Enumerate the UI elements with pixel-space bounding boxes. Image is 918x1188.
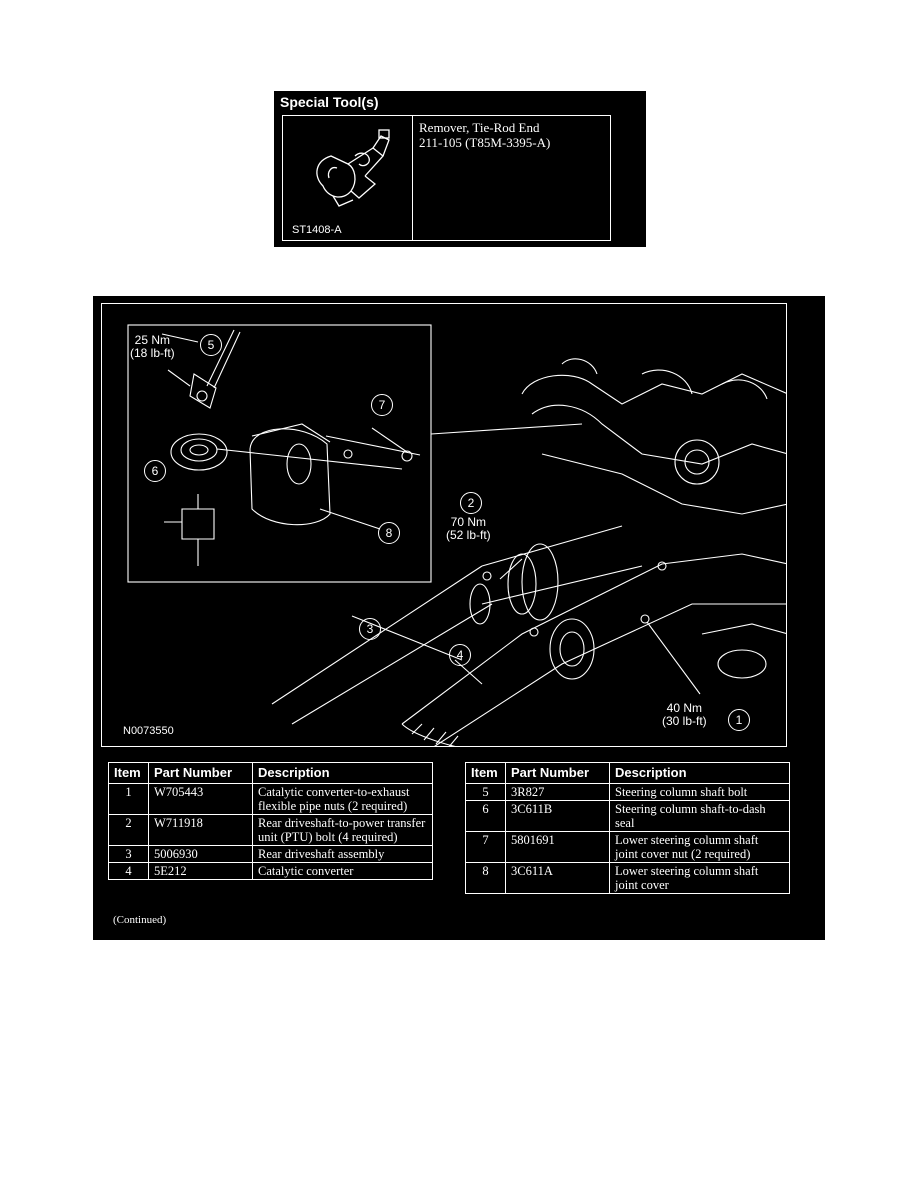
special-tool-image-code: ST1408-A	[292, 224, 342, 236]
driveshaft-steering-illustration: 25 Nm (18 lb-ft) 5 7 6 8 2 70 Nm (52 lb-…	[101, 303, 787, 747]
callout-1: 1	[728, 709, 750, 731]
torque-label-item-2: 70 Nm (52 lb-ft)	[446, 515, 491, 542]
inset-frame	[127, 324, 432, 583]
part-number: 5E212	[148, 862, 253, 880]
header-part-number: Part Number	[505, 762, 610, 784]
table-row: 2 W711918 Rear driveshaft-to-power trans…	[108, 814, 433, 846]
table-row: 4 5E212 Catalytic converter	[108, 862, 433, 880]
parts-table-right: Item Part Number Description 5 3R827 Ste…	[465, 762, 790, 894]
callout-5: 5	[200, 334, 222, 356]
item-number: 1	[108, 783, 149, 815]
tie-rod-remover-illustration	[316, 129, 390, 207]
part-number: 5801691	[505, 831, 610, 863]
continued-note: (Continued)	[113, 914, 167, 926]
callout-6: 6	[144, 460, 166, 482]
part-number: 5006930	[148, 845, 253, 863]
item-number: 6	[465, 800, 506, 832]
part-number: W711918	[148, 814, 253, 846]
header-description: Description	[252, 762, 433, 784]
torque-label-item-5: 25 Nm (18 lb-ft)	[130, 333, 175, 360]
special-tool-divider	[412, 116, 413, 240]
item-number: 5	[465, 783, 506, 801]
callout-2: 2	[460, 492, 482, 514]
part-number: 3R827	[505, 783, 610, 801]
header-part-number: Part Number	[148, 762, 253, 784]
parts-table-left: Item Part Number Description 1 W705443 C…	[108, 762, 433, 880]
figure-code: N0073550	[123, 725, 174, 737]
header-item: Item	[108, 762, 149, 784]
callout-3: 3	[359, 618, 381, 640]
header-description: Description	[609, 762, 790, 784]
table-header-row: Item Part Number Description	[465, 762, 790, 784]
part-number: 3C611A	[505, 862, 610, 894]
part-description: Steering column shaft-to-dash seal	[609, 800, 790, 832]
special-tool-name: Remover, Tie-Rod End	[419, 120, 540, 135]
table-row: 1 W705443 Catalytic converter-to-exhaust…	[108, 783, 433, 815]
exploded-view-figure: 25 Nm (18 lb-ft) 5 7 6 8 2 70 Nm (52 lb-…	[93, 296, 825, 940]
part-description: Lower steering column shaft joint cover …	[609, 831, 790, 863]
part-description: Catalytic converter	[252, 862, 433, 880]
item-number: 7	[465, 831, 506, 863]
component-line-art	[127, 324, 786, 746]
part-description: Rear driveshaft-to-power transfer unit (…	[252, 814, 433, 846]
item-number: 3	[108, 845, 149, 863]
table-row: 3 5006930 Rear driveshaft assembly	[108, 845, 433, 863]
item-number: 8	[465, 862, 506, 894]
part-number: W705443	[148, 783, 253, 815]
part-number: 3C611B	[505, 800, 610, 832]
callout-4: 4	[449, 644, 471, 666]
special-tool-frame: ST1408-A Remover, Tie-Rod End 211-105 (T…	[282, 115, 611, 241]
table-row: 7 5801691 Lower steering column shaft jo…	[465, 831, 790, 863]
torque-label-item-1: 40 Nm (30 lb-ft)	[662, 701, 707, 728]
table-row: 8 3C611A Lower steering column shaft joi…	[465, 862, 790, 894]
special-tool-description: Remover, Tie-Rod End 211-105 (T85M-3395-…	[419, 120, 550, 150]
part-description: Rear driveshaft assembly	[252, 845, 433, 863]
table-row: 5 3R827 Steering column shaft bolt	[465, 783, 790, 801]
callout-8: 8	[378, 522, 400, 544]
item-number: 2	[108, 814, 149, 846]
part-description: Catalytic converter-to-exhaust flexible …	[252, 783, 433, 815]
header-item: Item	[465, 762, 506, 784]
special-tool-title: Special Tool(s)	[280, 94, 379, 110]
item-number: 4	[108, 862, 149, 880]
special-tool-number: 211-105 (T85M-3395-A)	[419, 135, 551, 150]
table-row: 6 3C611B Steering column shaft-to-dash s…	[465, 800, 790, 832]
special-tool-box: Special Tool(s) ST1408-A Remover, Tie-Ro…	[274, 91, 646, 247]
part-description: Steering column shaft bolt	[609, 783, 790, 801]
table-header-row: Item Part Number Description	[108, 762, 433, 784]
part-description: Lower steering column shaft joint cover	[609, 862, 790, 894]
callout-7: 7	[371, 394, 393, 416]
